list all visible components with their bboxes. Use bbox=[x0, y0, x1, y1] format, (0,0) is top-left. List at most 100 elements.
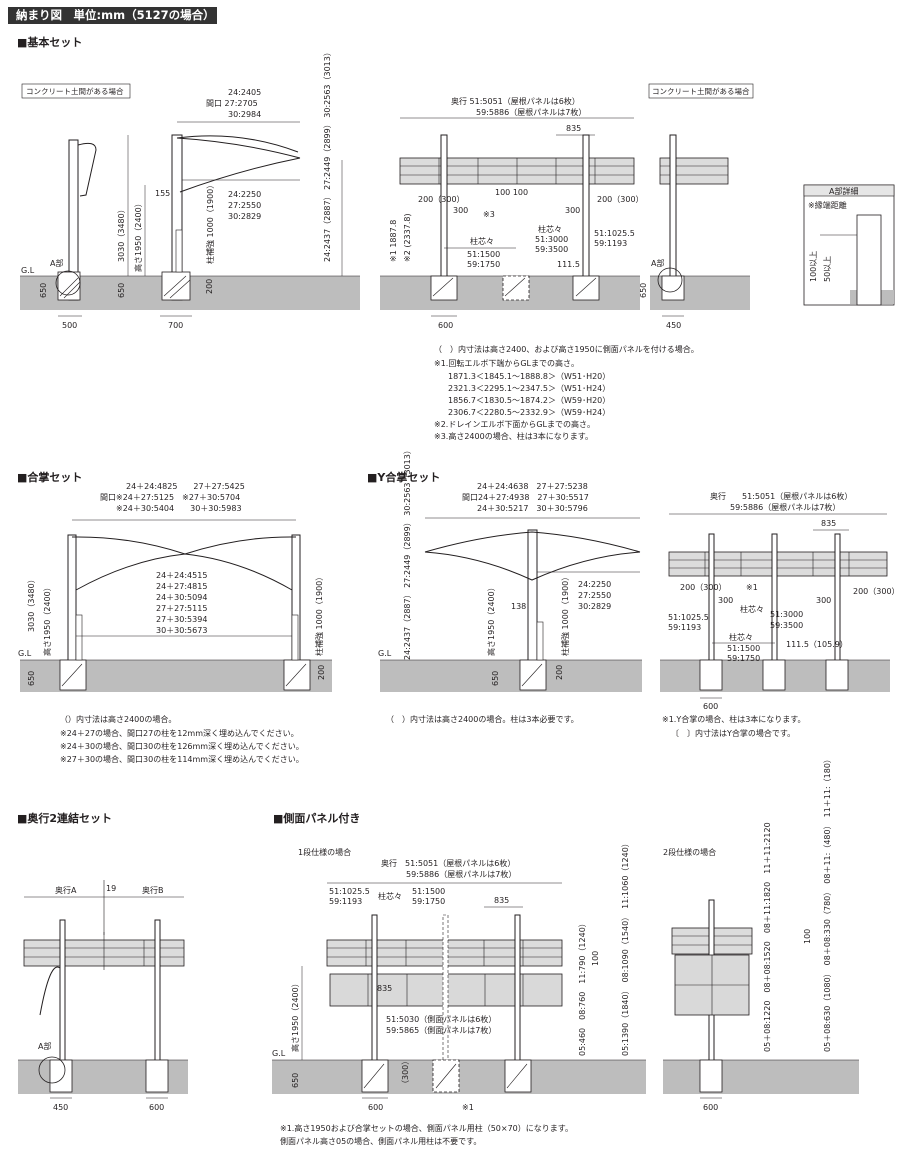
basic-h-3030: 3030（3480） bbox=[117, 205, 126, 262]
basic-h-650: 650 bbox=[117, 283, 126, 298]
side-panel-1: 51:5030（側面パネルは6枚） bbox=[386, 1014, 496, 1024]
gassho-note-1: ※24＋27の場合、間口27の柱を12mm深く埋め込んでください。 bbox=[60, 728, 299, 738]
gassho-top-3: ※24＋30:5404 30＋30:5983 bbox=[116, 504, 242, 513]
side-h-300: （300） bbox=[401, 1057, 410, 1088]
basic-h-200: 200 bbox=[205, 279, 214, 294]
basic-rear-elevation: コンクリート土間がある場合 A部 650 450 bbox=[639, 83, 754, 330]
section-gassho-title: ■合掌セット bbox=[17, 470, 82, 484]
y-side-w-835: 835 bbox=[821, 519, 836, 528]
basic-note-0: （ ）内寸法は高さ2400、および高さ1950に側面パネルを付ける場合。 bbox=[434, 344, 699, 354]
gassho-h-1950: 高さ1950（2400） bbox=[42, 583, 52, 656]
y-top-2: 間口24＋27:4938 27＋30:5517 bbox=[462, 493, 589, 502]
concrete-label-right: コンクリート土間がある場合 bbox=[652, 86, 750, 96]
y-side-w-111: 111.5（105.9） bbox=[786, 640, 848, 649]
basic-pitch-label: 柱芯々 bbox=[470, 236, 494, 246]
y-side-pitch2-2: 59:1750 bbox=[727, 654, 760, 663]
basic-notes: （ ）内寸法は高さ2400、および高さ1950に側面パネルを付ける場合。 ※1.… bbox=[434, 344, 699, 441]
side-h-650: 650 bbox=[291, 1073, 300, 1088]
basic-h-650c: 650 bbox=[639, 283, 648, 298]
side-panel-one-tier: G.L 奥行 51:5051（屋根パネルは6枚） 59:5886（屋根パネルは7… bbox=[272, 839, 646, 1112]
basic-pitch-2: 59:1750 bbox=[467, 260, 500, 269]
y-side-pitch2-label: 柱芯々 bbox=[729, 632, 753, 642]
concrete-label-left: コンクリート土間がある場合 bbox=[26, 86, 124, 96]
gassho-reinforce: 柱補強 1000（1900） bbox=[314, 573, 324, 656]
gassho-h-200: 200 bbox=[317, 665, 326, 680]
section-y-gassho-title: ■Y合掌セット bbox=[367, 470, 440, 484]
basic-d-200a: 200（300） bbox=[418, 195, 465, 204]
basic-side-elevation: 奥行 51:5051（屋根パネルは6枚） 59:5886（屋根パネルは7枚） 8… bbox=[380, 96, 644, 330]
basic-side-r1: 51:1025.5 bbox=[594, 229, 635, 238]
y-h-200: 200 bbox=[555, 665, 564, 680]
basic-pitch-1: 51:1500 bbox=[467, 250, 500, 259]
y-side-pitch2-1: 51:1500 bbox=[727, 644, 760, 653]
gassho-inner-1: 24＋27:4815 bbox=[156, 582, 207, 591]
gassho-h-650: 650 bbox=[27, 671, 36, 686]
section-side-panel-title: ■側面パネル付き bbox=[273, 811, 360, 825]
y-gassho-elevation: G.L 24＋24:4638 27＋27:5238 間口24＋27:4938 2… bbox=[378, 446, 642, 692]
basic-width-1: 24:2405 bbox=[228, 88, 261, 97]
basic-inner-1: 24:2250 bbox=[228, 190, 261, 199]
side-pitch-label: 柱芯々 bbox=[378, 891, 402, 901]
side-w-835b: 835 bbox=[377, 984, 392, 993]
side-h-1950: 高さ1950（2400） bbox=[290, 979, 300, 1052]
basic-v-2: ※2 (2337.8) bbox=[403, 213, 412, 262]
side-dims-a: 05:460 08:760 11:790（1240） bbox=[578, 919, 587, 1056]
gassho-elevation: G.L 24＋24:4825 27＋27:5425 間口※24＋27:5125 … bbox=[18, 482, 332, 692]
basic-w-700: 700 bbox=[168, 321, 183, 330]
side-w-835: 835 bbox=[494, 896, 509, 905]
post-basic-side-a bbox=[440, 134, 448, 281]
y-top-3: 24＋30:5217 30＋30:5796 bbox=[477, 504, 588, 513]
gassho-inner-4: 27＋30:5394 bbox=[156, 615, 207, 624]
a-part-circle bbox=[55, 270, 81, 296]
section-basic-title: ■基本セット bbox=[17, 35, 82, 49]
detail-eave: ※縁端距離 bbox=[808, 200, 847, 210]
basic-side-r2: 59:1193 bbox=[594, 239, 627, 248]
gassho-inner-5: 30＋30:5673 bbox=[156, 626, 207, 635]
side-dims-d: 05＋08:630（1080） 08＋08:330（780） 08＋11:（48… bbox=[823, 755, 832, 1052]
side-note1: ※1 bbox=[462, 1103, 474, 1112]
side-w-600: 600 bbox=[368, 1103, 383, 1112]
gl-label: G.L bbox=[21, 266, 35, 275]
y-inner-1: 24:2250 bbox=[578, 580, 611, 589]
basic-note-7: ※3.高さ2400の場合、柱は3本になります。 bbox=[434, 431, 593, 441]
y-side-side-1: 51:1025.5 bbox=[668, 613, 709, 622]
y-side-depth-2: 59:5886（屋根パネルは7枚） bbox=[730, 502, 840, 512]
basic-h-1950: 高さ1950（2400） bbox=[133, 199, 143, 272]
gassho-gl: G.L bbox=[18, 649, 32, 658]
gassho-inner-0: 24＋24:4515 bbox=[156, 571, 207, 580]
y-side-depth-1: 奥行 51:5051（屋根パネルは6枚） bbox=[710, 491, 852, 501]
basic-front-elevation: コンクリート土間がある場合 G.L A部 24:2405 間口 27:2705 … bbox=[20, 48, 360, 330]
basic-depth-1: 奥行 51:5051（屋根パネルは6枚） bbox=[451, 96, 580, 106]
y-inner-2: 27:2550 bbox=[578, 591, 611, 600]
basic-reinforce: 柱補強 1000（1900） bbox=[205, 181, 215, 264]
basic-inner-3: 30:2829 bbox=[228, 212, 261, 221]
side-two-tier-label: 2段仕様の場合 bbox=[663, 847, 716, 857]
basic-note-6: ※2.ドレインエルボ下面からGLまでの高さ。 bbox=[434, 419, 595, 429]
a-part-detail: A部詳細 ※縁端距離 100以上 50以上 bbox=[803, 184, 895, 306]
basic-note-1: ※1.回転エルボ下端からGLまでの高さ。 bbox=[434, 358, 579, 368]
y-side-d-200a: 200（300） bbox=[680, 583, 727, 592]
basic-note-4: 1856.7＜1830.5～1874.2＞（W59･H20） bbox=[448, 396, 610, 405]
basic-w-835: 835 bbox=[566, 124, 581, 133]
gassho-notes: （）内寸法は高さ2400の場合。 ※24＋27の場合、間口27の柱を12mm深く… bbox=[60, 714, 304, 764]
y-h-138: 138 bbox=[511, 602, 526, 611]
gassho-inner-3: 27＋27:5115 bbox=[156, 604, 207, 613]
basic-inner-2: 27:2550 bbox=[228, 201, 261, 210]
y-note: （ ）内寸法は高さ2400の場合。柱は3本必要です。 bbox=[386, 714, 579, 724]
basic-w-450: 450 bbox=[666, 321, 681, 330]
detail-title: A部詳細 bbox=[829, 186, 858, 196]
side-gl: G.L bbox=[272, 1049, 286, 1058]
basic-depth-2: 59:5886（屋根パネルは7枚） bbox=[476, 107, 586, 117]
side-note-1: 側面パネル高さ05の場合、側面パネル用柱は不要です。 bbox=[280, 1136, 481, 1146]
basic-width-3: 30:2984 bbox=[228, 110, 261, 119]
basic-width-2: 間口 27:2705 bbox=[206, 99, 258, 108]
y-side-pitch-r1: 51:3000 bbox=[770, 610, 803, 619]
basic-pitch-r2: 59:3500 bbox=[535, 245, 568, 254]
side-pitch-1: 51:1500 bbox=[412, 887, 445, 896]
basic-pitch-r-label: 柱芯々 bbox=[538, 224, 562, 234]
depth2-depth-b: 奥行B bbox=[142, 885, 164, 895]
side-one-tier-label: 1段仕様の場合 bbox=[298, 847, 351, 857]
basic-v-1: ※1 1887.8 bbox=[389, 220, 398, 262]
gassho-note-0: （）内寸法は高さ2400の場合。 bbox=[60, 714, 176, 724]
basic-h-650b: 650 bbox=[39, 283, 48, 298]
